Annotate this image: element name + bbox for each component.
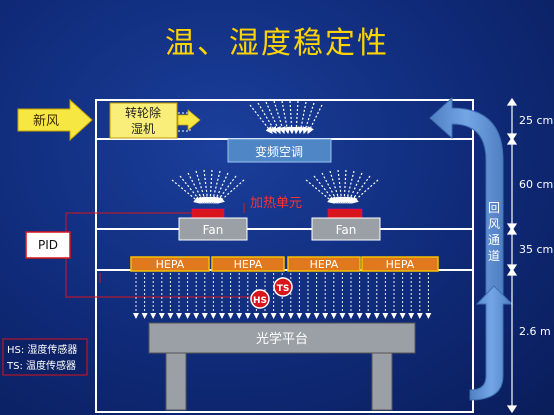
fan-left: Fan [178,217,248,241]
hepa-label-4: HEPA [386,258,415,271]
return-air-char-3: 通 [488,233,500,247]
fan-right: Fan [311,217,381,241]
hs-sensor-label: HS [253,296,267,306]
heating-unit-label: 加热单元 [250,196,302,211]
ts-sensor: TS [273,277,293,297]
return-air-char-2: 风 [488,217,500,231]
hepa-label-3: HEPA [310,258,339,271]
legend-ts: TS: 温度传感器 [6,359,76,372]
fan-right-label: Fan [336,223,357,237]
ac-spray-arrows [249,100,323,135]
hs-sensor: HS [250,289,270,309]
page-title: 温、湿度稳定性 [165,26,389,61]
legend-box: HS: 湿度传感器 TS: 温度传感器 [2,338,88,376]
downflow-arrows [133,273,432,319]
dehumidifier-box: 转轮除 湿机 [109,102,178,139]
table-leg-right [371,352,393,411]
fresh-air-label: 新风 [33,113,59,129]
dimension-4: 2.6 m [519,325,551,338]
return-air-char-1: 回 [488,201,500,215]
return-air-duct: 回 风 通 道 [429,96,514,401]
hepa-filter-4 [361,256,439,272]
hepa-filter-1 [130,256,210,272]
dehumidifier-label-2: 湿机 [131,121,155,136]
hepa-label-2: HEPA [234,258,263,271]
pid-label: PID [38,238,58,252]
ac-unit: 变频空调 [227,138,332,163]
hepa-label-1: HEPA [156,258,185,271]
heater-pad-left [191,208,225,219]
optical-table: 光学平台 [148,322,416,411]
dimension-2: 60 cm [519,178,553,191]
fan-right-spray-arrows [305,169,379,205]
fan-left-spray-arrows [171,169,245,205]
ts-sensor-label: TS [277,284,290,294]
ac-unit-label: 变频空调 [255,144,303,159]
pid-box: PID [25,231,71,259]
hepa-filter-2 [211,256,285,272]
heater-pad-right [327,208,363,219]
dehumidifier-out-arrow [177,109,201,131]
fresh-air-arrow: 新风 [17,98,93,142]
return-air-char-4: 道 [488,249,500,263]
dehumidifier-label-1: 转轮除 [125,105,161,120]
hepa-row: HEPA HEPA HEPA HEPA [130,256,439,272]
fan-left-label: Fan [203,223,224,237]
room-outline [95,99,474,413]
hepa-filter-3 [287,256,361,272]
dimension-1: 25 cm [519,114,553,127]
dimension-3: 35 cm [519,243,553,256]
dimension-markers [506,97,518,414]
legend-hs: HS: 湿度传感器 [7,343,77,356]
table-leg-left [165,352,187,411]
optical-table-label: 光学平台 [256,331,308,347]
